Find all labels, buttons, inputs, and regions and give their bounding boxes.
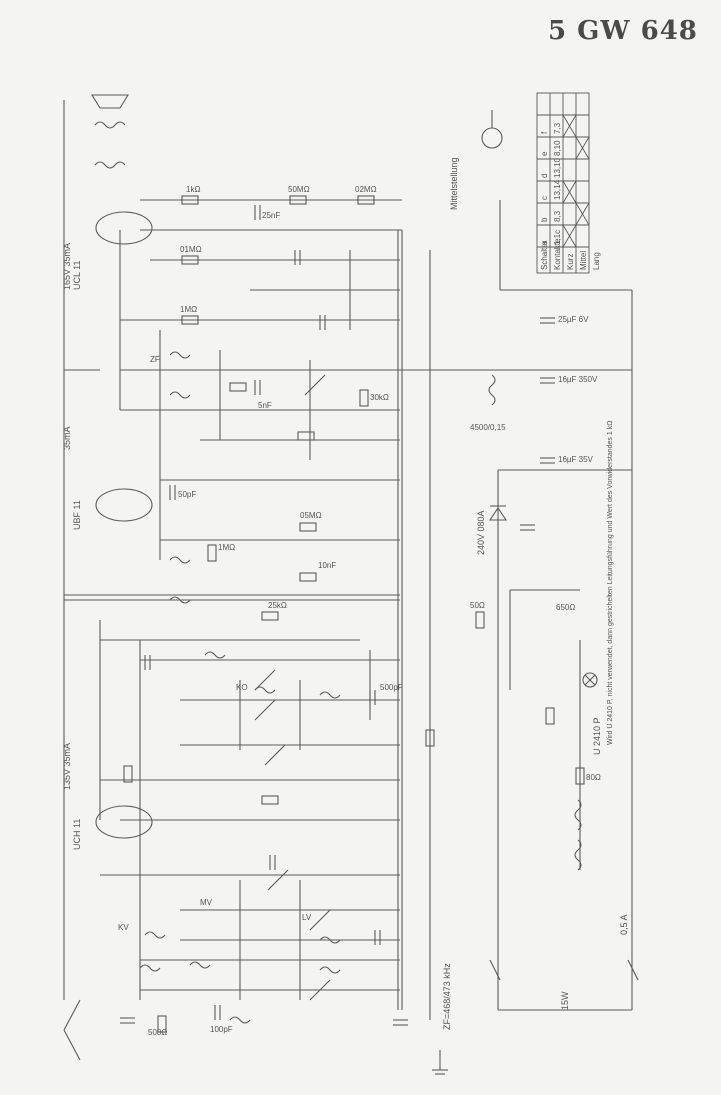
table-header: f	[540, 131, 549, 134]
label-25n: 25nF	[262, 211, 280, 220]
rectifier-diode-icon	[488, 507, 508, 521]
label-4500: 4500/0,15	[470, 423, 506, 432]
table-header: a	[540, 240, 549, 245]
pilot-lamp-cross	[584, 674, 596, 686]
resistor	[575, 767, 585, 785]
label-80: 80Ω	[586, 773, 601, 782]
tube-label-uch11: UCH 11	[72, 819, 82, 850]
table-header: c	[540, 196, 549, 200]
pilot-lamp-label: U 2410 P	[592, 717, 602, 755]
pilot-note: Wird U 2410 P, nicht verwendet, dann ges…	[607, 421, 614, 745]
resistor	[229, 382, 247, 392]
tube-note-uch11: 135V 35mA	[62, 743, 72, 790]
label-500: 500Ω	[148, 1028, 167, 1037]
rectifier-label: 240V 080A	[476, 510, 486, 555]
mains-label: 15W	[560, 991, 570, 1010]
antenna-icon	[63, 999, 81, 1061]
label-50m: 50MΩ	[288, 185, 310, 194]
capacitor-group	[120, 205, 555, 1026]
label-50: 50Ω	[470, 601, 485, 610]
table-cell: 13,14	[553, 179, 562, 200]
table-cell: 8,10	[553, 140, 562, 156]
fuse-label: 0,5 A	[619, 914, 629, 935]
resistor	[123, 765, 133, 783]
variable-capacitor-group	[254, 374, 331, 1001]
selector-label: Mittelstellung	[449, 157, 459, 210]
label-lv: LV	[302, 913, 312, 922]
table-header: Schalter	[540, 240, 549, 270]
resistor	[475, 611, 485, 629]
tube-note-ucl11: 165V 35mA	[62, 243, 72, 290]
resistor	[207, 544, 217, 562]
table-row-label: Lang	[592, 252, 601, 270]
tube-label-ubf11: UBF 11	[72, 500, 82, 530]
zf-frequency-label: ZF=468/473 kHz	[442, 963, 452, 1030]
resistor	[181, 315, 199, 325]
resistor	[181, 195, 199, 205]
resistor	[357, 195, 375, 205]
table-row-label: Kontakte	[553, 238, 562, 270]
resistor	[157, 1015, 167, 1033]
resistor	[297, 431, 315, 441]
resistor	[359, 389, 369, 407]
label-16u2: 16µF 350V	[558, 375, 598, 384]
mains-switch-left	[489, 959, 501, 981]
table-header: b	[540, 217, 549, 222]
resistor	[545, 707, 555, 725]
switch-table	[536, 92, 590, 274]
label-mv: MV	[200, 898, 213, 907]
resistor	[261, 795, 279, 805]
label-5n: 5nF	[258, 401, 272, 410]
feedback-coil-icon	[94, 161, 126, 169]
label-25k: 25kΩ	[268, 601, 287, 610]
page-title: 5 GW 648	[548, 16, 698, 46]
table-header: d	[540, 174, 549, 178]
label-50p: 50pF	[178, 490, 196, 499]
label-05m: 05MΩ	[300, 511, 322, 520]
label-100p: 100pF	[210, 1025, 233, 1034]
table-cell: 1,1c	[553, 230, 562, 245]
mains-switch-right	[627, 959, 639, 981]
label-1k: 1kΩ	[186, 185, 200, 194]
tube-note-ubf11: 35mA	[62, 426, 72, 450]
table-cell: 8,3	[553, 210, 562, 222]
table-row-label: Mittel	[579, 251, 588, 270]
label-25u: 25µF 6V	[558, 315, 589, 324]
resistor	[425, 729, 435, 747]
table-cell: 13,10	[553, 157, 562, 178]
label-kv: KV	[118, 923, 129, 932]
pilot-lamp-icon	[582, 672, 598, 688]
resistor	[289, 195, 307, 205]
tube-ucl11	[95, 211, 153, 245]
label-1m: 1MΩ	[180, 305, 197, 314]
resistor	[299, 522, 317, 532]
table-cell: 7,3	[553, 122, 562, 134]
resistor	[299, 572, 317, 582]
label-30k: 30kΩ	[370, 393, 389, 402]
table-row-label: Kurz	[566, 254, 575, 270]
coil-group	[139, 351, 582, 1024]
label-osz: KO	[236, 683, 248, 692]
speaker-icon	[91, 94, 129, 109]
label-01m: 01MΩ	[180, 245, 202, 254]
resistor	[181, 255, 199, 265]
label-650: 650Ω	[556, 603, 575, 612]
label-zf: ZF	[150, 355, 160, 364]
tube-ubf11	[95, 488, 153, 522]
label-10n: 10nF	[318, 561, 336, 570]
label-1m2: 1MΩ	[218, 543, 235, 552]
selector-switch-icon	[481, 127, 503, 149]
resistor	[261, 611, 279, 621]
output-transformer-icon	[94, 121, 126, 129]
tube-uch11	[95, 805, 153, 839]
label-500p: 500pF	[380, 683, 403, 692]
label-02m: 02MΩ	[355, 185, 377, 194]
table-header: e	[540, 151, 549, 156]
tube-label-ucl11: UCL 11	[72, 260, 82, 290]
label-16u: 16µF 35V	[558, 455, 594, 464]
